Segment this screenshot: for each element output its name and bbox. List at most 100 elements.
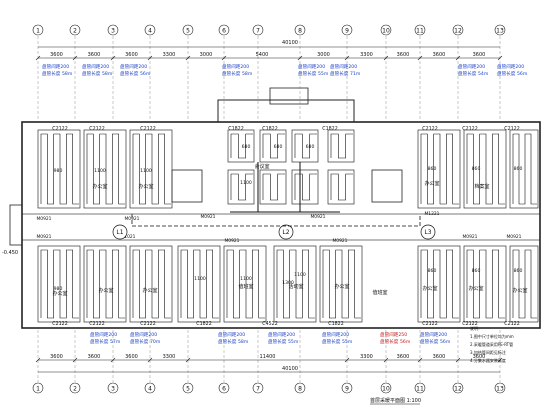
- manifold-label: L2: [282, 229, 289, 236]
- coil-dimension: 860: [428, 268, 437, 274]
- pipe-spacing-tag: 盘管间距200: [218, 331, 245, 338]
- room-name: 办公室: [422, 285, 437, 292]
- dim-bottom-tick: [72, 357, 78, 363]
- axis-bubble-top: [144, 24, 156, 36]
- door-tag: M0921: [311, 214, 326, 220]
- overall-dimension-top: 40100: [282, 40, 298, 46]
- dim-top-tick: [455, 55, 461, 61]
- coil-dimension: 1100: [94, 168, 106, 174]
- dim-top-label: 5400: [256, 52, 269, 58]
- pipe-length-label: 盘管长度: [330, 70, 349, 77]
- pipe-length-label: 盘管长度: [222, 70, 241, 77]
- manifold-label: L1: [116, 229, 123, 236]
- manifold-symbol: [278, 224, 294, 240]
- pipe-length-label: 盘管长度: [322, 338, 341, 345]
- dim-top-label: 3300: [163, 52, 176, 58]
- heating-coil: [330, 173, 353, 201]
- heating-coil: [322, 249, 361, 319]
- coil-dimension: 980: [54, 168, 63, 174]
- axis-label-bottom: 1: [36, 386, 40, 393]
- pipe-spacing-tag: 盘管间距200: [42, 63, 69, 70]
- heating-coil: [132, 133, 171, 205]
- heating-coil: [420, 249, 459, 319]
- heating-coil: [86, 133, 125, 205]
- window-tag: C2122: [422, 321, 438, 327]
- drawing-title: 首层采暖平面图 1:100: [370, 397, 421, 404]
- door-tag: M0921: [225, 238, 240, 244]
- west-wing: [9, 204, 23, 246]
- heating-coil: [294, 173, 317, 201]
- dim-top-label: 3000: [200, 52, 213, 58]
- axis-bubble-top: [218, 24, 230, 36]
- axis-label-bottom: 13: [496, 386, 504, 393]
- note-line: 3.加热管间距见标注: [470, 349, 506, 355]
- coil-dimension: 860: [428, 166, 437, 172]
- axis-label-top: 8: [298, 28, 302, 35]
- axis-bubble-bottom: [414, 382, 426, 394]
- dim-bottom-label: 3600: [50, 354, 63, 360]
- axis-label-bottom: 5: [186, 386, 190, 393]
- axis-label-bottom: 9: [345, 386, 349, 393]
- axis-bubble-bottom: [182, 382, 194, 394]
- heating-coil-wall: [463, 245, 507, 323]
- room-name: 办公室: [468, 285, 483, 292]
- axis-bubble-top: [380, 24, 392, 36]
- heating-coil: [86, 249, 125, 319]
- pipe-length-label: 盘管长度: [42, 70, 61, 77]
- room-name: 办公室: [512, 287, 527, 294]
- dim-top-label: 3600: [125, 52, 138, 58]
- dim-bottom-label: 3600: [473, 354, 486, 360]
- door-tag: M0921: [125, 216, 140, 222]
- axis-bubble-bottom: [144, 382, 156, 394]
- dim-top-tick: [35, 55, 41, 61]
- coil-dimension: 980: [54, 286, 63, 292]
- axis-label-top: 12: [454, 28, 462, 35]
- heating-coil-wall: [227, 129, 255, 163]
- door-tag: M1021: [121, 234, 136, 240]
- axis-bubble-bottom: [380, 382, 392, 394]
- heating-coil-wall: [509, 129, 539, 209]
- dim-top-label: 3600: [397, 52, 410, 58]
- heating-coil: [466, 249, 505, 319]
- supply-pipe: [131, 214, 421, 227]
- pipe-spacing-tag: 盘管间距200: [458, 63, 485, 70]
- pipe-length-tag: 56m: [440, 339, 451, 345]
- axis-bubble-top: [452, 24, 464, 36]
- window-tag: C2122: [422, 126, 438, 132]
- heating-coil: [40, 133, 79, 205]
- axis-label-top: 10: [382, 28, 390, 35]
- axis-bubble-bottom: [32, 382, 44, 394]
- window-tag: C2122: [89, 321, 105, 327]
- dim-top-label: 3600: [88, 52, 101, 58]
- heating-coil: [132, 249, 171, 319]
- axis-bubble-top: [107, 24, 119, 36]
- door-tag: M0921: [201, 214, 216, 220]
- axis-label-bottom: 7: [256, 386, 260, 393]
- room-name: 办公室: [138, 183, 153, 190]
- axis-label-bottom: 3: [111, 386, 115, 393]
- heating-coil-wall: [129, 245, 173, 323]
- heating-coil: [276, 249, 315, 319]
- axis-bubble-bottom: [69, 382, 81, 394]
- pipe-length-tag: 58m: [102, 71, 113, 77]
- heating-coil: [262, 173, 285, 201]
- dim-bottom-tick: [497, 357, 503, 363]
- axis-bubble-top: [32, 24, 44, 36]
- window-tag: C2122: [462, 321, 478, 327]
- pipe-length-tag: 54m: [478, 71, 489, 77]
- stair-east: [371, 169, 403, 203]
- heating-coil-wall: [37, 245, 81, 323]
- coil-dimension: 1100: [194, 276, 206, 282]
- dim-bottom-tick: [147, 357, 153, 363]
- pipe-spacing-tag: 盘管间距200: [497, 63, 524, 70]
- dim-bottom-tick: [417, 357, 423, 363]
- heating-coil-wall: [273, 245, 317, 323]
- dim-bottom-tick: [383, 357, 389, 363]
- dim-bottom-tick: [110, 357, 116, 363]
- pipe-spacing-tag: 盘管间距200: [130, 331, 157, 338]
- pipe-length-label: 盘管长度: [497, 70, 516, 77]
- dim-bottom-tick: [455, 357, 461, 363]
- heating-coil: [466, 133, 505, 205]
- door-tag: M0921: [37, 216, 52, 222]
